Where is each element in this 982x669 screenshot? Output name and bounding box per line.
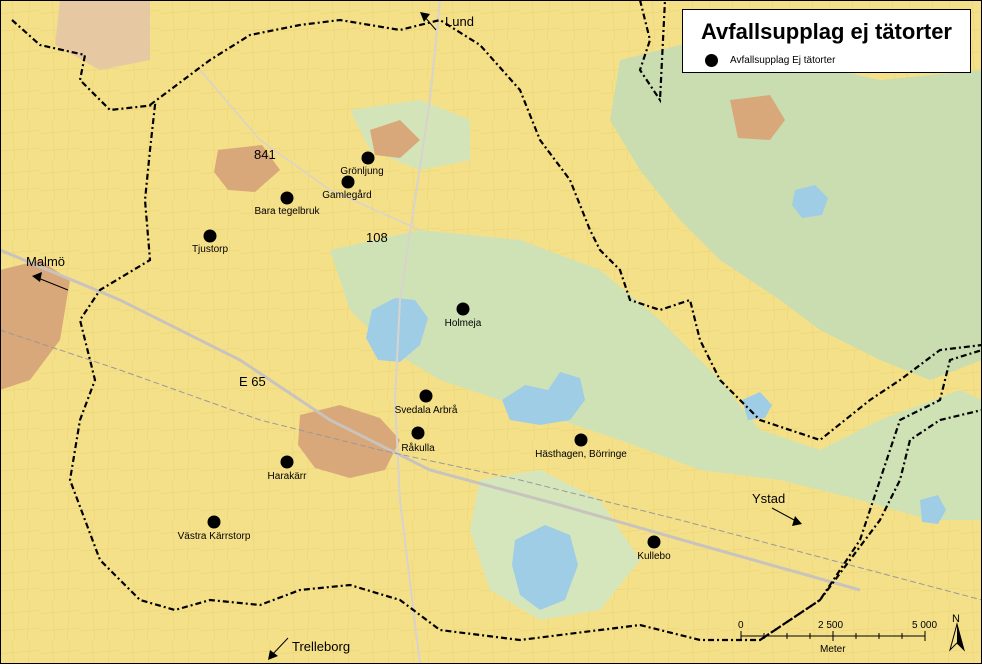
site-marker-3[interactable] [203,229,217,243]
legend-item: Avfallsupplag Ej tätorter [705,54,835,67]
site-marker-icon [705,54,718,67]
road-841 [199,69,421,231]
scale-label-0: 0 [738,620,744,631]
north-label: N [952,613,960,625]
urban-genarp [730,95,785,140]
site-marker-1[interactable] [341,175,355,189]
urban-bara [214,145,280,192]
road-label-841: 841 [254,147,276,162]
site-label-0: Grönljung [340,166,383,177]
site-marker-2[interactable] [280,191,294,205]
site-label-4: Holmeja [445,318,482,329]
urban-malmo-edge [0,260,70,390]
site-marker-9[interactable] [207,515,221,529]
road-108 [393,0,441,665]
site-marker-7[interactable] [574,433,588,447]
north-arrow-icon [949,622,965,652]
road-e65 [0,248,861,592]
scale-unit: Meter [820,644,846,655]
site-label-9: Västra Kärrstorp [178,531,251,542]
site-markers [203,151,661,549]
arrow-trelleborg [268,637,289,660]
lake-far-east [920,495,946,524]
label-trelleborg: Trelleborg [292,639,350,654]
arrow-ystad [771,507,802,526]
lake-central [366,298,428,362]
site-label-6: Råkulla [401,442,435,454]
lake-east [502,372,585,425]
site-marker-0[interactable] [361,151,375,165]
site-label-2: Bara tegelbruk [254,206,320,217]
scale-label-5000: 5 000 [912,620,938,631]
site-label-5: Svedala Arbrå [395,404,458,416]
lake-south [512,525,578,610]
site-label-7: Hästhagen, Börringe [535,449,627,460]
municipality-boundary-se [759,408,982,641]
road-label-108: 108 [366,230,388,245]
municipality-boundary-right [638,0,667,104]
scale-bar [740,631,926,641]
urban-svedala [298,405,400,478]
forest-area-central [330,230,982,520]
urban-nw [55,0,150,70]
arrow-lund [420,12,437,31]
label-lund: Lund [445,14,474,29]
urban-north [370,120,420,158]
site-marker-6[interactable] [411,426,425,440]
arrow-malmo [32,272,69,291]
road-label-e65: E 65 [239,374,266,389]
site-label-8: Harakärr [268,471,308,482]
municipality-boundary-north [149,18,982,442]
scale-label-2500: 2 500 [818,620,844,631]
lake-north-east [792,185,828,218]
site-marker-10[interactable] [647,535,661,549]
label-malmo: Malmö [26,254,65,269]
site-marker-4[interactable] [456,302,470,316]
site-label-1: Gamlegård [322,189,371,201]
lake-small-east [742,392,772,420]
site-marker-5[interactable] [419,389,433,403]
legend: Avfallsupplag ej tätorter Avfallsupplag … [682,9,971,73]
legend-title: Avfallsupplag ej tätorter [700,19,952,44]
legend-item-label: Avfallsupplag Ej tätorter [730,55,836,66]
site-label-3: Tjustorp [192,244,229,255]
site-label-10: Kullebo [637,551,671,562]
railway [0,329,982,601]
label-ystad: Ystad [752,491,785,506]
site-marker-8[interactable] [280,455,294,469]
municipality-boundary [11,19,982,642]
